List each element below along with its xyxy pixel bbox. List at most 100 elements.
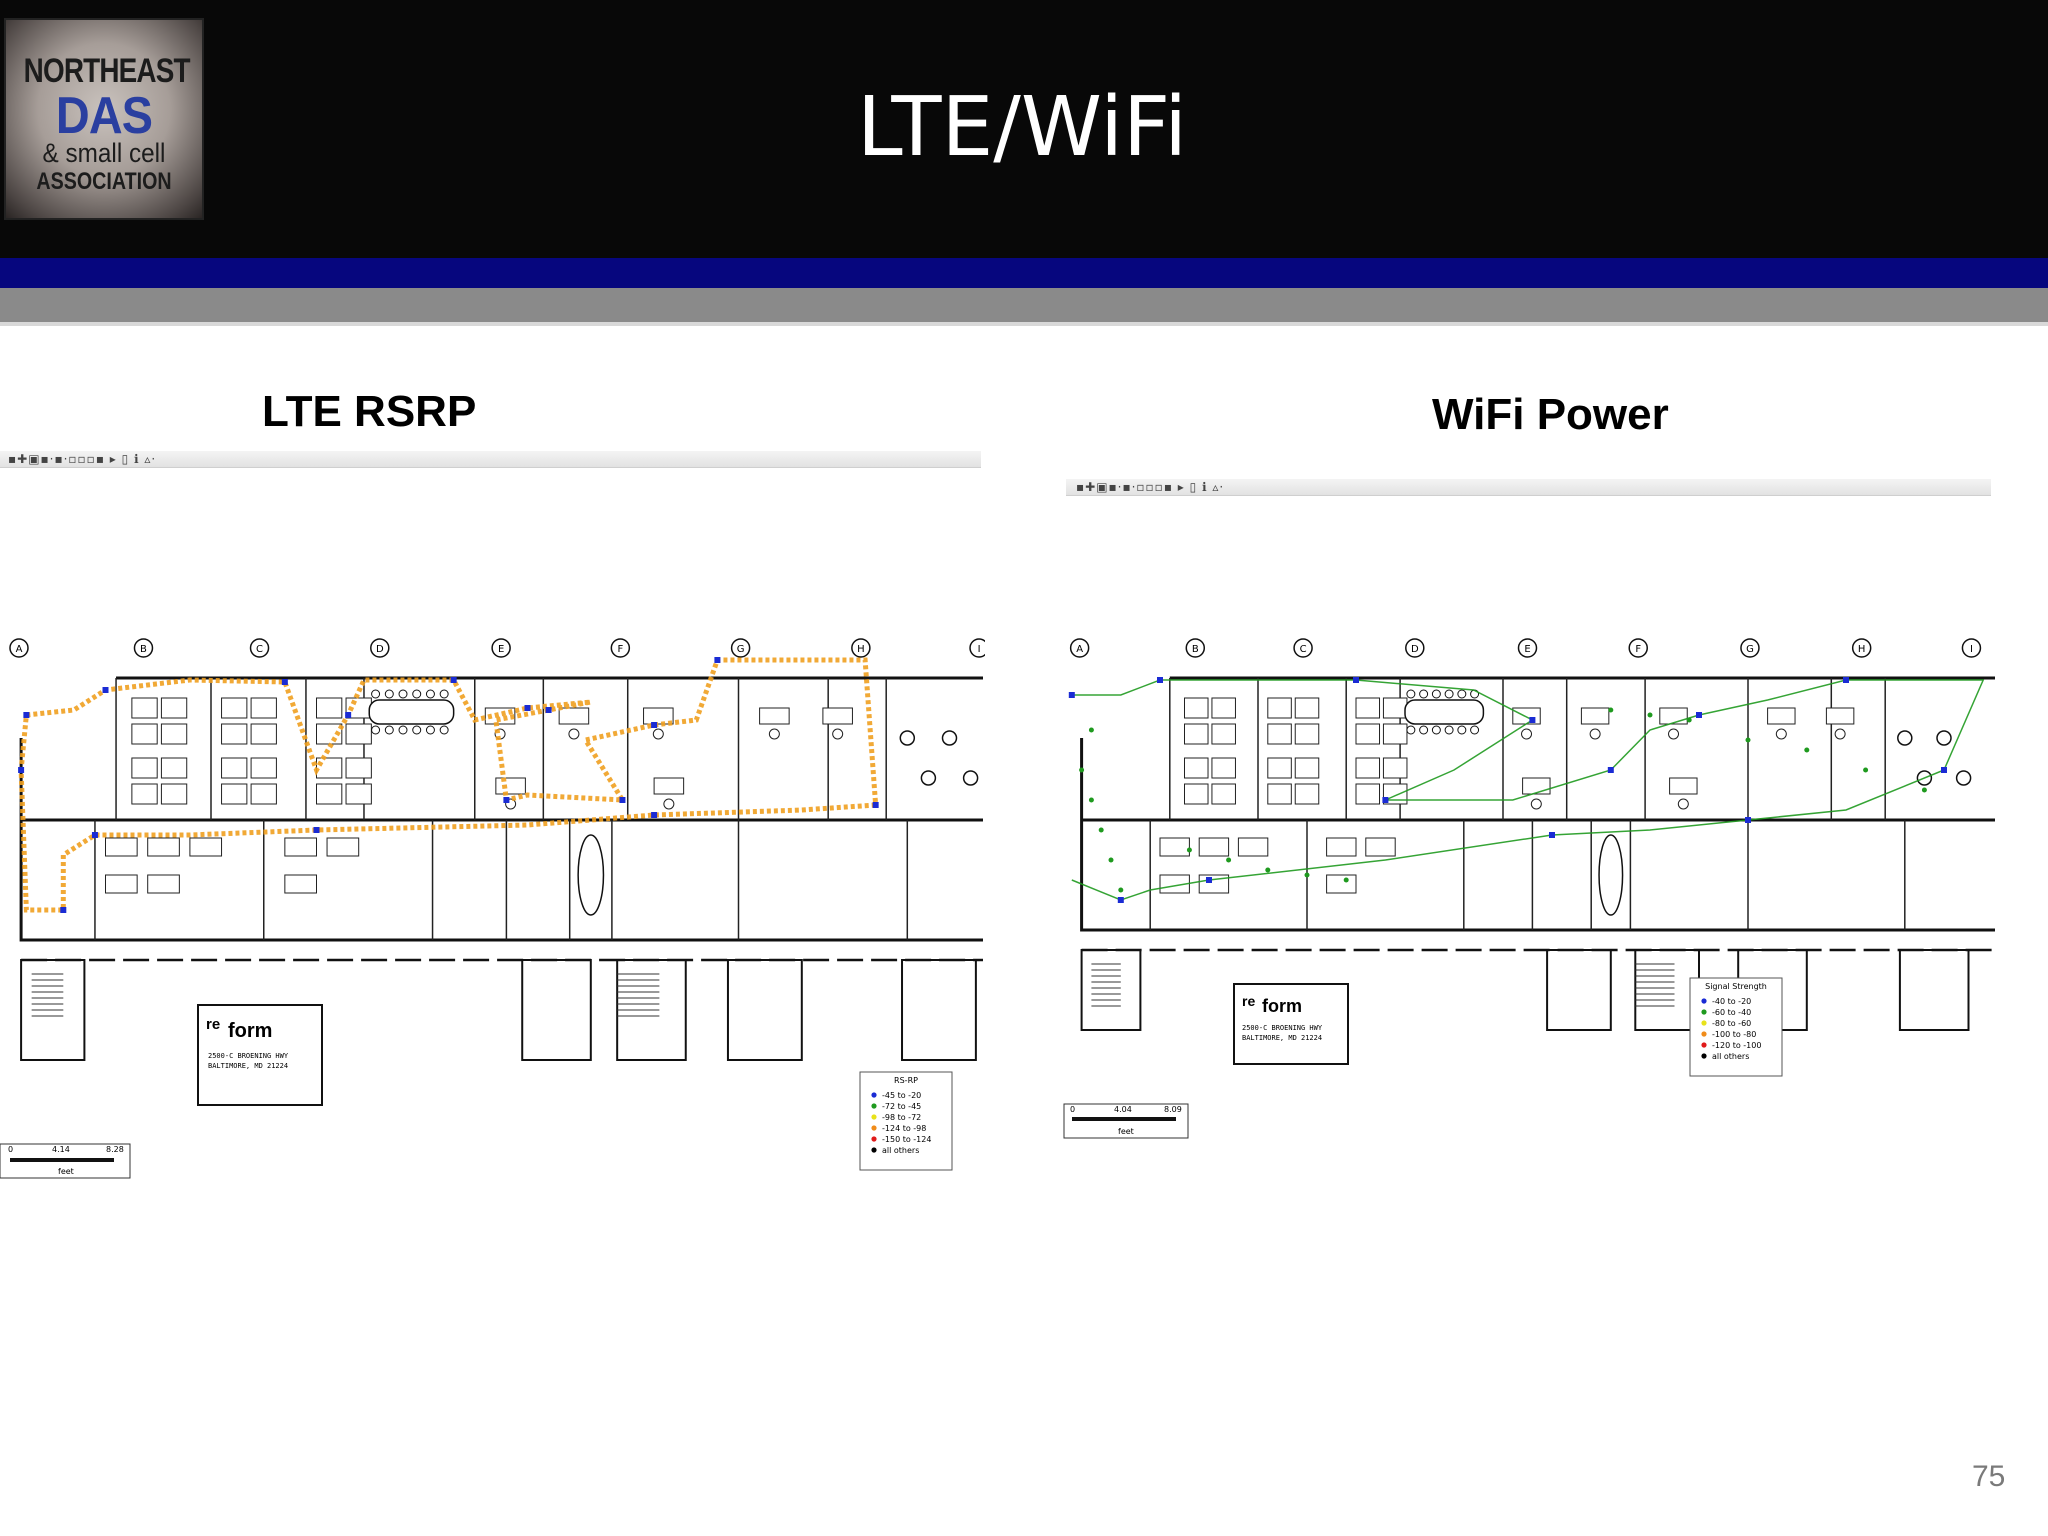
measurement-point: [1382, 797, 1389, 803]
desk: [221, 723, 248, 745]
scale-tick-2: 8.28: [106, 1145, 124, 1154]
reform-re: re: [1242, 993, 1255, 1009]
slide-title: LTE/WiFi: [857, 80, 1187, 175]
legend-label: all others: [882, 1146, 919, 1155]
measurement-point: [545, 707, 552, 713]
desk: [1211, 783, 1236, 805]
column-marker-label: B: [140, 644, 147, 655]
measurement-point: [102, 687, 109, 693]
chair: [1431, 689, 1441, 699]
chair: [1419, 689, 1429, 699]
office-chair: [1521, 728, 1533, 740]
measurement-point: [281, 679, 288, 685]
desk: [1211, 757, 1236, 779]
desk: [1294, 723, 1320, 745]
cafe-table: [941, 730, 958, 746]
office-chair: [1589, 728, 1601, 740]
conference-table: [368, 699, 455, 725]
desk: [1382, 723, 1408, 745]
office-desk: [1580, 707, 1610, 725]
legend-label: -100 to -80: [1712, 1030, 1756, 1039]
northeast-das-logo: NORTHEAST DAS & small cell ASSOCIATION: [4, 18, 204, 220]
logo-line-3: & small cell: [42, 138, 166, 168]
chair: [439, 725, 449, 735]
measurement-point: [1098, 827, 1104, 833]
chair: [1419, 725, 1429, 735]
column-marker: [249, 638, 270, 658]
lte-toolbar-icons[interactable]: ▪✚▣▪·▪·▫▫▫▪ ▸ ▯ ℹ ▵·: [8, 452, 157, 466]
measurement-point: [1088, 797, 1094, 803]
legend-label: -150 to -124: [882, 1135, 931, 1144]
reform-address-label: re form 2500-C BROENING HWY BALTIMORE, M…: [1233, 983, 1349, 1065]
legend-label: -120 to -100: [1712, 1041, 1761, 1050]
column-marker-label: G: [1746, 644, 1754, 655]
desk: [221, 697, 248, 719]
desk: [189, 837, 223, 857]
measurement-point: [313, 827, 320, 833]
measurement-point: [1343, 877, 1349, 883]
floor-plan-walls: [1080, 676, 1995, 1031]
measurement-point: [1921, 787, 1927, 793]
conference-table: [1404, 699, 1485, 725]
legend-swatch: [871, 1136, 877, 1142]
desk: [1184, 723, 1209, 745]
column-marker: [1628, 638, 1648, 658]
desk: [345, 723, 372, 745]
column-marker-label: H: [1858, 644, 1866, 655]
floor-plan-walls: [19, 676, 983, 1061]
desk: [160, 783, 188, 805]
column-marker-label: E: [1524, 644, 1530, 655]
reform-address-label: re form 2500-C BROENING HWY BALTIMORE, M…: [197, 1004, 323, 1106]
cafe-table: [1897, 730, 1913, 746]
column-marker-label: A: [16, 644, 23, 655]
measurement-point: [1186, 847, 1192, 853]
logo-line-4: ASSOCIATION: [36, 168, 172, 195]
stair-well: [20, 959, 86, 1061]
desk: [284, 874, 318, 894]
column-marker-label: H: [857, 644, 865, 655]
outer-wall: [1080, 738, 1995, 932]
stair-well: [1898, 949, 1970, 1031]
chair: [1406, 689, 1416, 699]
desk: [1382, 757, 1408, 779]
column-marker: [370, 638, 390, 658]
column-marker-label: A: [1076, 644, 1083, 655]
column-marker: [1517, 638, 1538, 658]
desk: [1294, 783, 1320, 805]
desk: [221, 757, 248, 779]
oval-table: [1598, 834, 1624, 916]
column-marker: [1185, 638, 1206, 658]
legend-swatch: [1701, 1020, 1707, 1026]
chair: [1457, 689, 1467, 699]
office-chair: [768, 728, 780, 740]
column-marker: [1851, 638, 1872, 658]
column-marker: [610, 638, 631, 658]
office-desk: [495, 777, 526, 795]
chair: [371, 689, 381, 699]
wifi-toolbar-icons[interactable]: ▪✚▣▪·▪·▫▫▫▪ ▸ ▯ ℹ ▵·: [1076, 480, 1225, 494]
chair: [1470, 725, 1480, 735]
desk: [147, 837, 180, 857]
measurement-point: [1265, 867, 1271, 873]
desk: [1198, 837, 1230, 857]
chair: [1444, 725, 1454, 735]
legend-swatch: [1701, 1031, 1707, 1037]
measurement-point: [1117, 897, 1124, 903]
column-marker-label: E: [498, 644, 504, 655]
reform-form: form: [228, 1020, 272, 1042]
desk: [250, 757, 277, 779]
desk: [1267, 697, 1292, 719]
column-marker: [491, 638, 511, 658]
column-marker: [133, 638, 154, 658]
office-chair: [1775, 728, 1787, 740]
legend-label: -98 to -72: [882, 1113, 921, 1122]
office-chair: [1668, 728, 1680, 740]
measurement-point: [1079, 767, 1085, 773]
lte-map-toolbar: ▪✚▣▪·▪·▫▫▫▪ ▸ ▯ ℹ ▵·: [0, 451, 981, 468]
cafe-table: [962, 770, 979, 786]
office-chair: [1834, 728, 1846, 740]
cafe-table: [920, 770, 937, 786]
desk: [105, 874, 138, 894]
chair: [384, 689, 394, 699]
scale-bar: 0 4.14 8.28 feet: [0, 1143, 131, 1179]
